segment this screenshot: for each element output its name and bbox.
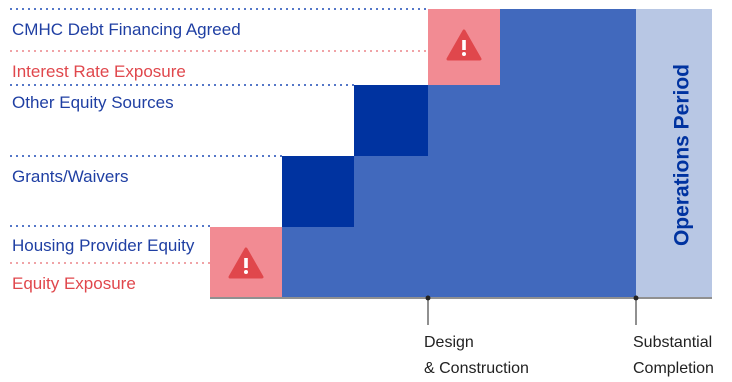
- operations-period-band: [636, 9, 712, 297]
- label-housing-provider-equity: Housing Provider Equity: [12, 236, 195, 255]
- operations-period-label: Operations Period: [671, 64, 694, 246]
- warning-triangle-icon: [228, 247, 264, 279]
- label-interest-rate-exposure: Interest Rate Exposure: [12, 62, 186, 81]
- label-other-equity: Other Equity Sources: [12, 93, 174, 112]
- warning-triangle-icon: [446, 29, 482, 61]
- financing-staircase: [282, 9, 636, 297]
- label-equity-exposure: Equity Exposure: [12, 274, 136, 293]
- other-equity-block: [354, 85, 428, 156]
- design-label-line1: Design: [424, 334, 474, 351]
- label-cmhc-debt: CMHC Debt Financing Agreed: [12, 20, 241, 39]
- grants-block: [282, 156, 354, 227]
- label-grants-waivers: Grants/Waivers: [12, 167, 129, 186]
- completion-label-line2: Completion: [633, 360, 714, 377]
- completion-label-line1: Substantial: [633, 334, 712, 351]
- dotted-guides: [10, 8, 428, 264]
- design-label-line2: & Construction: [424, 360, 529, 377]
